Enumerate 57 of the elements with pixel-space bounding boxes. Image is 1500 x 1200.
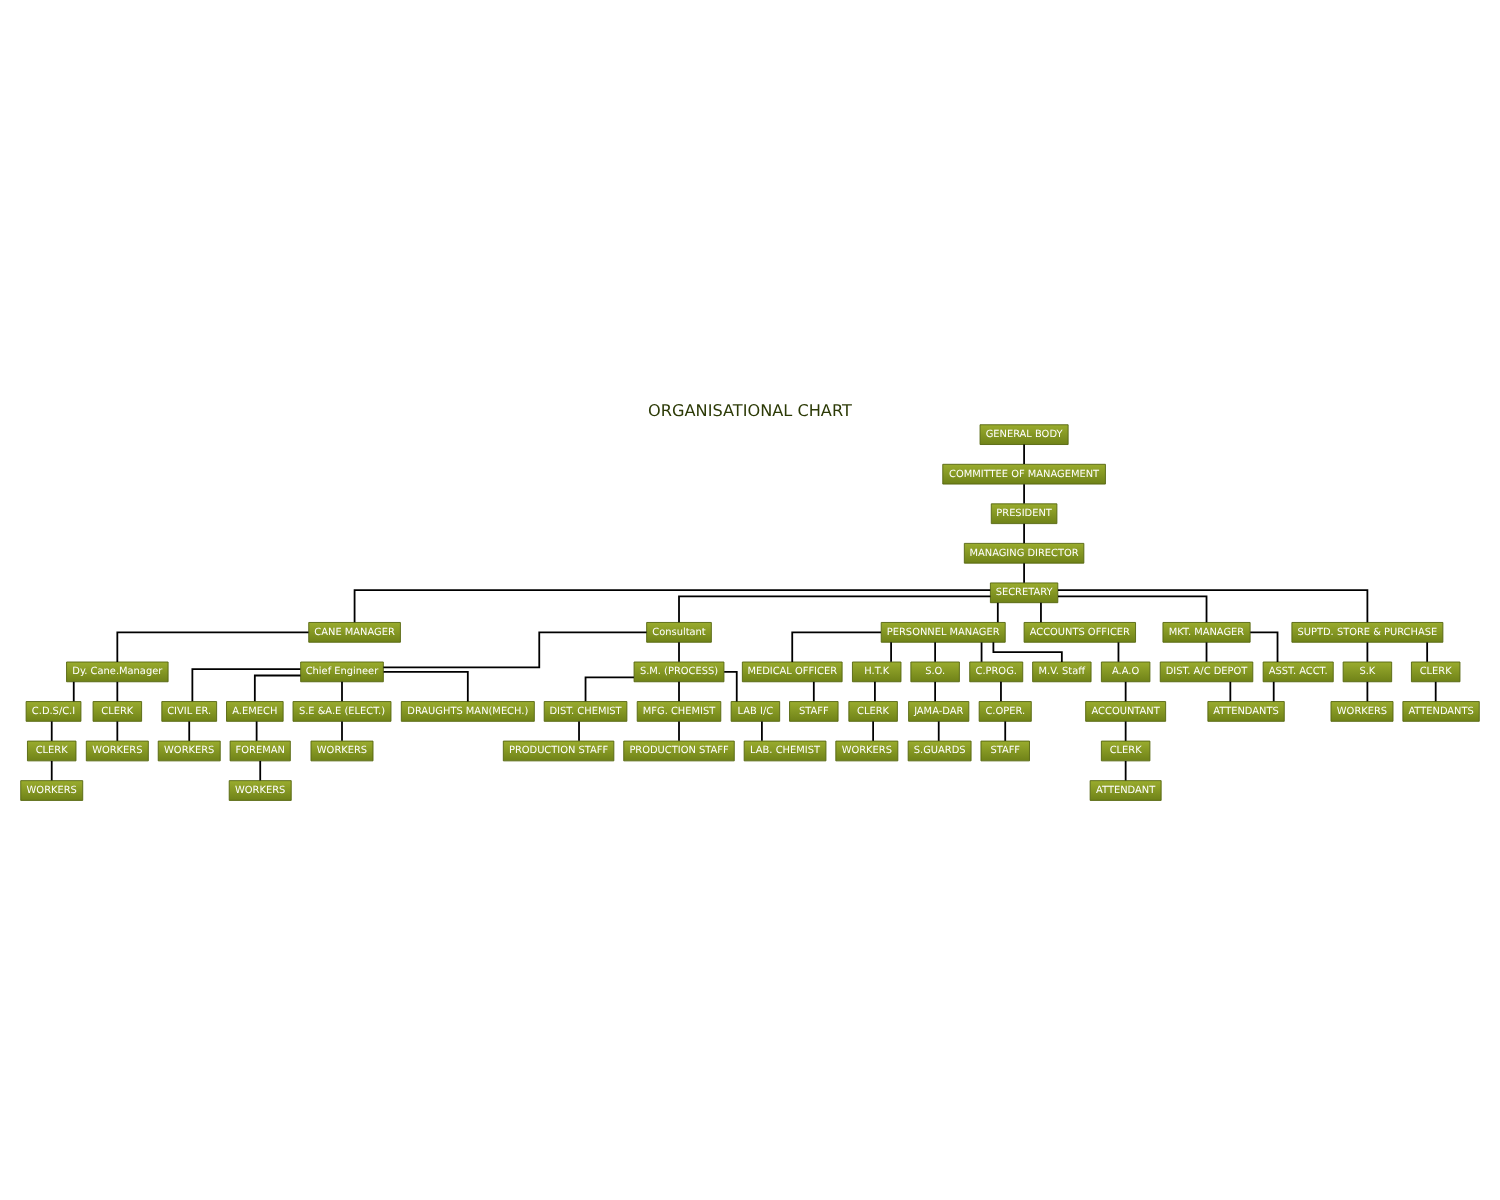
connector	[934, 641, 937, 663]
connector	[116, 680, 119, 703]
connector	[1040, 601, 1042, 624]
connector	[872, 720, 874, 742]
connector	[723, 671, 738, 703]
connector	[1004, 720, 1007, 742]
connector	[1023, 443, 1025, 465]
connector	[1023, 522, 1025, 545]
connector	[1249, 631, 1279, 663]
connector	[382, 671, 469, 703]
connector	[791, 631, 882, 663]
connector	[937, 720, 940, 742]
connector	[353, 589, 992, 624]
connector	[678, 680, 680, 703]
connector	[1366, 680, 1369, 703]
connector	[50, 720, 53, 742]
connector	[678, 595, 992, 624]
connector	[678, 720, 680, 742]
connector	[934, 680, 937, 703]
connector	[890, 641, 892, 663]
connector	[1023, 483, 1025, 505]
connector	[116, 720, 119, 742]
connector	[72, 680, 75, 703]
connector	[1124, 720, 1127, 742]
connector	[253, 674, 302, 703]
connector	[1124, 760, 1127, 782]
connector	[1000, 680, 1002, 703]
connector	[678, 641, 680, 663]
connector	[1366, 641, 1369, 663]
connector	[1229, 680, 1232, 703]
connector	[812, 680, 815, 703]
connector	[1023, 562, 1025, 584]
connector	[1057, 595, 1208, 624]
connector	[761, 720, 763, 742]
connector	[50, 760, 53, 782]
connector	[116, 631, 310, 663]
connector	[996, 601, 999, 624]
connector	[992, 641, 1063, 663]
connector	[874, 680, 876, 703]
connector	[382, 631, 648, 669]
connector	[188, 720, 191, 742]
connector	[584, 676, 635, 703]
connector	[1124, 680, 1127, 703]
connector	[578, 720, 580, 742]
connector	[1272, 680, 1275, 703]
connector	[259, 760, 262, 782]
connector	[255, 720, 258, 742]
connector	[191, 668, 302, 703]
connector	[1434, 680, 1437, 703]
connector	[1117, 641, 1120, 663]
connector	[341, 680, 343, 703]
diagram-title: ORGANISATIONAL CHART	[648, 400, 852, 421]
connector	[1057, 589, 1369, 624]
connector	[1426, 641, 1429, 663]
connector	[341, 720, 343, 742]
connector	[1205, 641, 1208, 663]
connector	[980, 641, 983, 663]
